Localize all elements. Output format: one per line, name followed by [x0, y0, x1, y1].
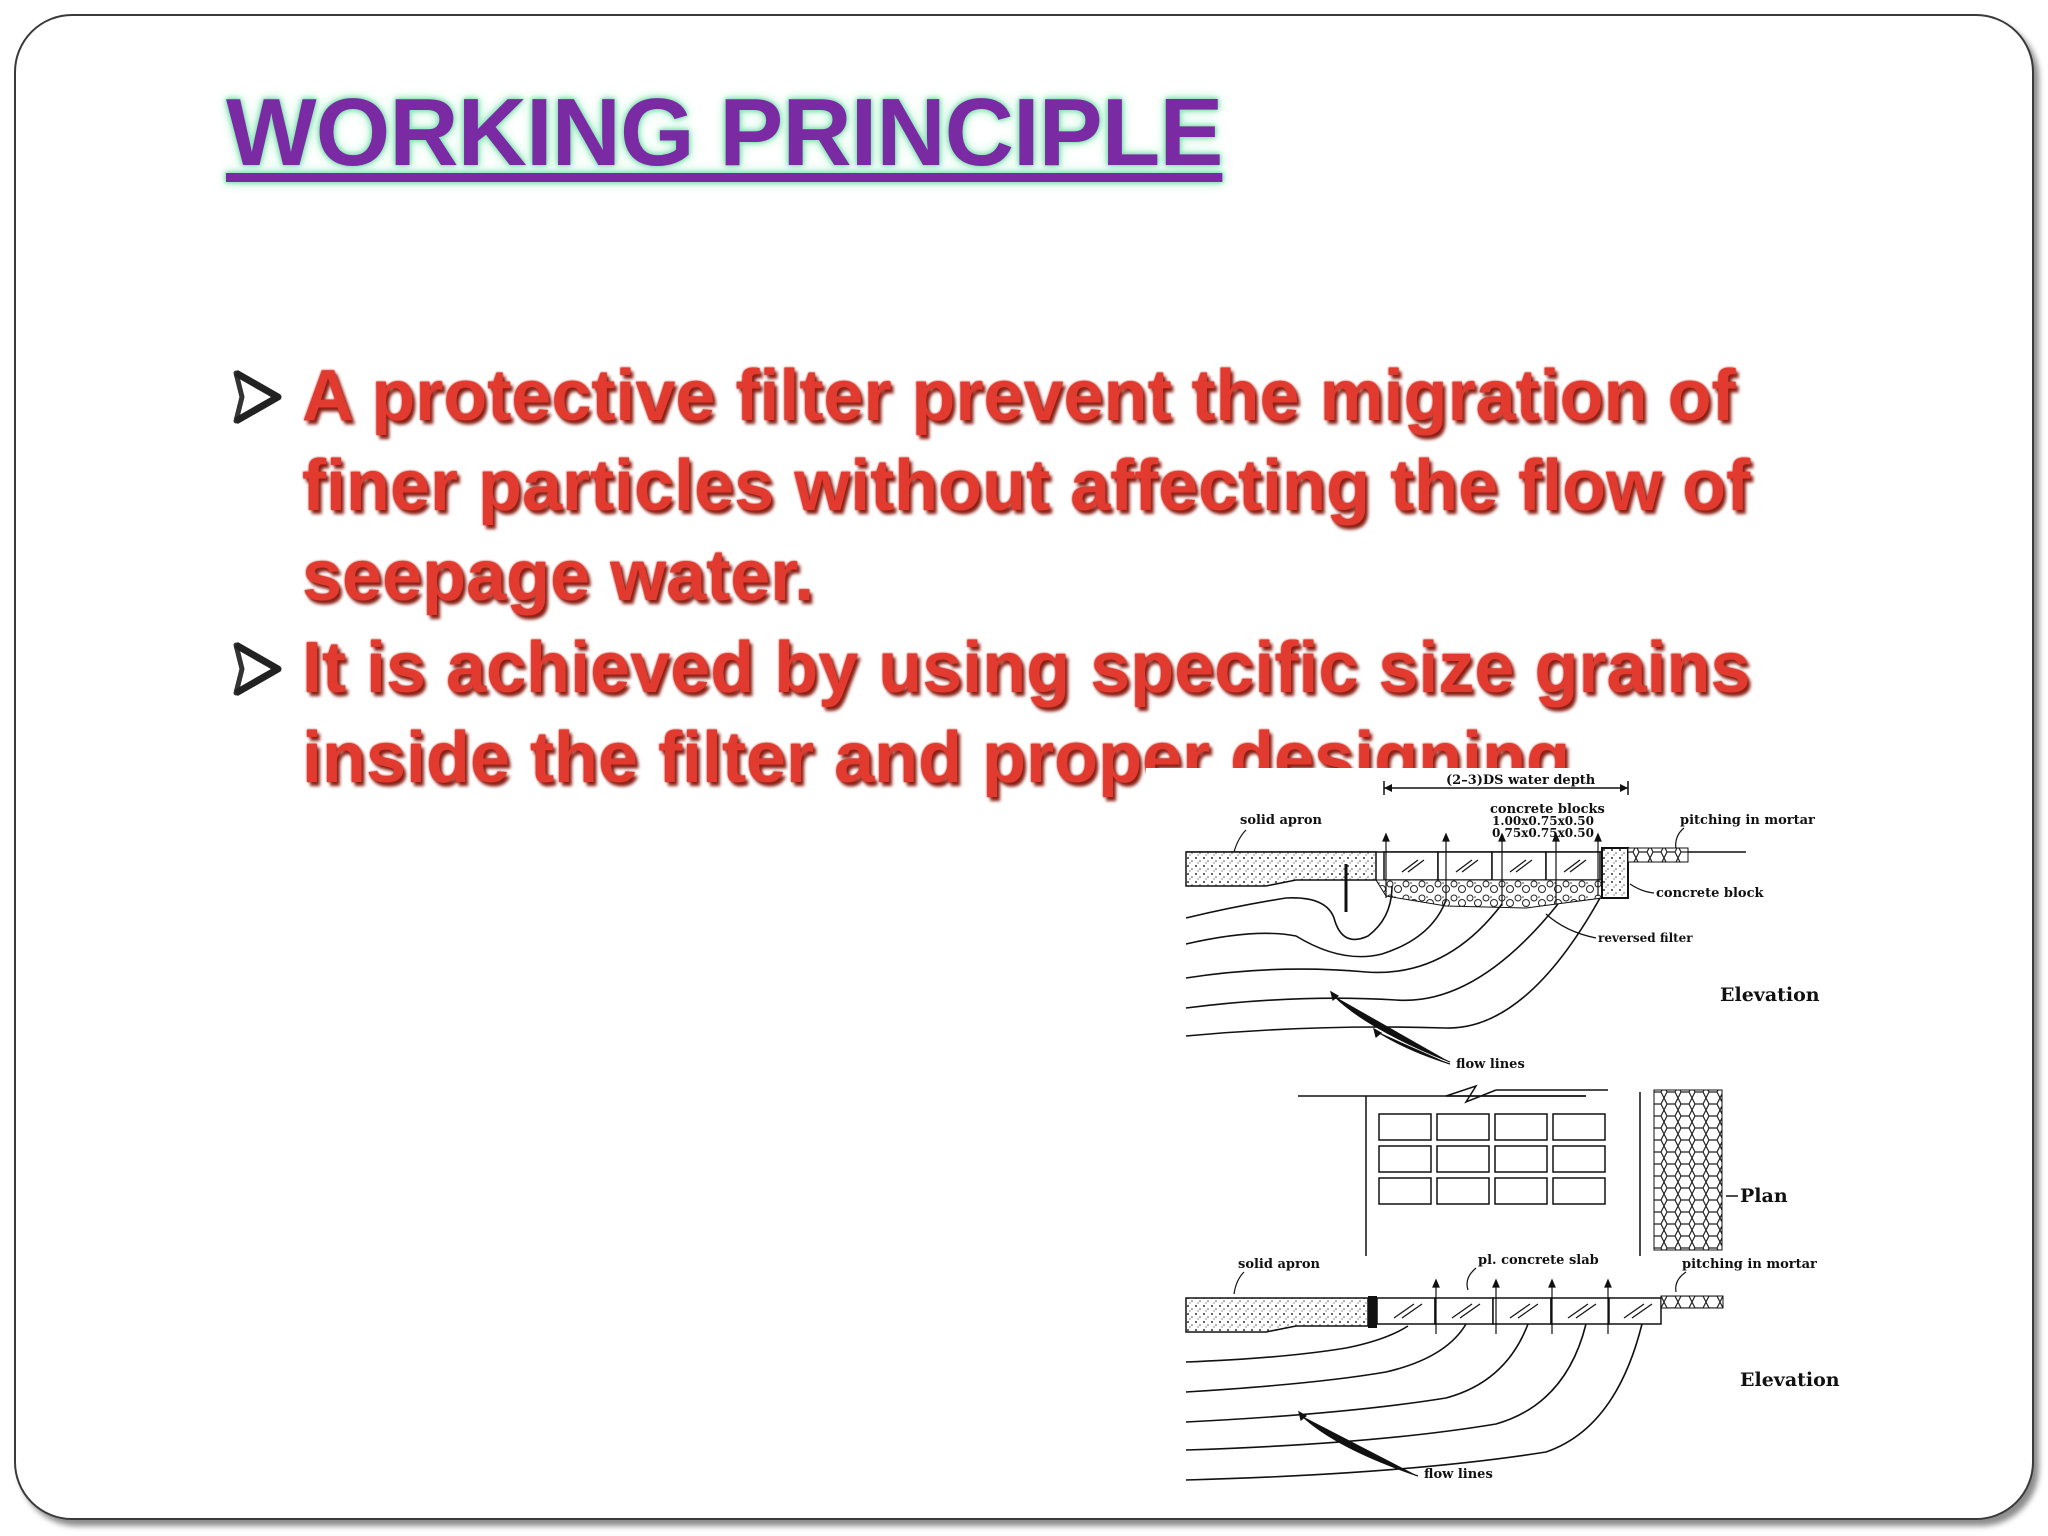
slide-title: WORKING PRINCIPLE	[226, 79, 1223, 186]
pitching-label: pitching in mortar	[1680, 813, 1815, 828]
arrow-bullet-icon	[233, 641, 282, 697]
slide-frame: WORKING PRINCIPLE A protective filter pr…	[14, 14, 2034, 1520]
elevation-label-bottom: Elevation	[1740, 1369, 1840, 1391]
solid-apron-label: solid apron	[1240, 813, 1323, 828]
slab-label: pl. concrete slab	[1478, 1253, 1599, 1268]
plan-label: Plan	[1740, 1185, 1788, 1207]
bullet-item: A protective filter prevent the migratio…	[226, 351, 1846, 621]
reversed-filter-label: reversed filter	[1598, 931, 1693, 945]
block-size-2: 0.75x0.75x0.50	[1492, 826, 1594, 840]
pitching-label-bottom: pitching in mortar	[1682, 1257, 1817, 1272]
depth-label: (2–3)DS water depth	[1446, 773, 1596, 788]
filter-diagram: (2–3)DS water depth solid apron concrete…	[1146, 768, 1866, 1488]
solid-apron-label-bottom: solid apron	[1238, 1257, 1321, 1272]
flow-lines-label: flow lines	[1456, 1057, 1525, 1072]
flow-lines-label-bottom: flow lines	[1424, 1467, 1493, 1482]
bottom-elevation: solid apron pl. concrete slab pitching i…	[1185, 1253, 1840, 1482]
elevation-label-top: Elevation	[1720, 984, 1820, 1006]
plan-view: Plan	[1298, 1084, 1788, 1256]
bullet-text: A protective filter prevent the migratio…	[302, 356, 1751, 616]
bullet-list: A protective filter prevent the migratio…	[226, 351, 1846, 805]
arrow-bullet-icon	[233, 369, 282, 425]
concrete-block-label: concrete block	[1656, 886, 1764, 901]
top-elevation: (2–3)DS water depth solid apron concrete…	[1185, 773, 1820, 1072]
block-size-1: 1.00x0.75x0.50	[1492, 814, 1594, 828]
concrete-blocks-label: concrete blocks	[1490, 802, 1605, 817]
